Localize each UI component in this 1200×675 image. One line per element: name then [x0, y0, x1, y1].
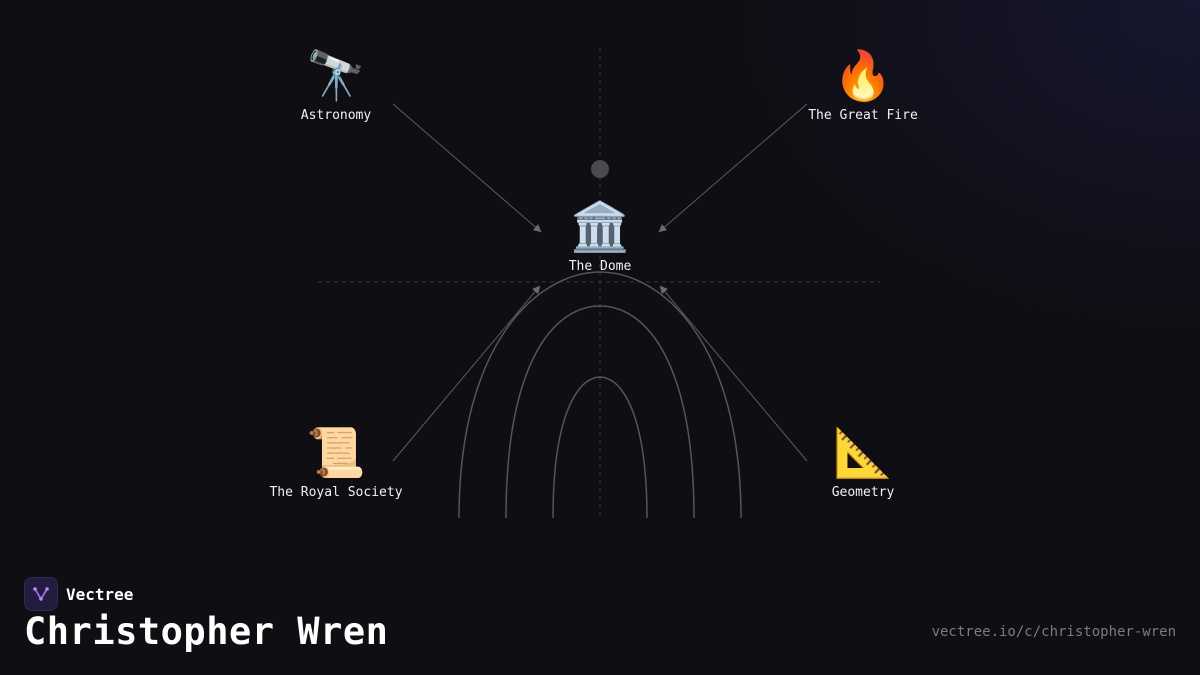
dome-lantern-dot	[591, 160, 609, 178]
telescope-icon: 🔭	[306, 48, 366, 104]
node-dome[interactable]: 🏛️ The Dome	[500, 199, 700, 274]
arrow-royal-society-to-dome	[392, 285, 541, 462]
node-label: The Royal Society	[269, 485, 403, 500]
vectree-logo-icon	[24, 577, 58, 611]
node-label: Geometry	[831, 485, 895, 500]
middle-arch	[505, 305, 695, 519]
fire-icon: 🔥	[833, 48, 893, 104]
node-geometry[interactable]: 📐 Geometry	[763, 425, 963, 500]
brand[interactable]: Vectree	[24, 577, 133, 611]
node-royal-society[interactable]: 📜 The Royal Society	[236, 425, 436, 500]
outer-arch	[458, 271, 742, 519]
arrow-great-fire-to-dome	[658, 103, 808, 233]
node-great-fire[interactable]: 🔥 The Great Fire	[763, 48, 963, 123]
node-astronomy[interactable]: 🔭 Astronomy	[236, 48, 436, 123]
node-label: Astronomy	[300, 108, 372, 123]
arrow-astronomy-to-dome	[392, 103, 542, 233]
brand-name: Vectree	[66, 584, 134, 604]
scroll-icon: 📜	[306, 425, 366, 481]
node-label: The Dome	[568, 259, 632, 274]
page-url[interactable]: vectree.io/c/christopher-wren	[931, 624, 1176, 640]
triangular-ruler-icon: 📐	[833, 425, 893, 481]
node-label: The Great Fire	[808, 108, 918, 123]
classical-building-icon: 🏛️	[570, 199, 630, 255]
page-title: Christopher Wren	[24, 610, 389, 653]
inner-arch	[552, 376, 648, 519]
arrow-geometry-to-dome	[659, 285, 808, 462]
